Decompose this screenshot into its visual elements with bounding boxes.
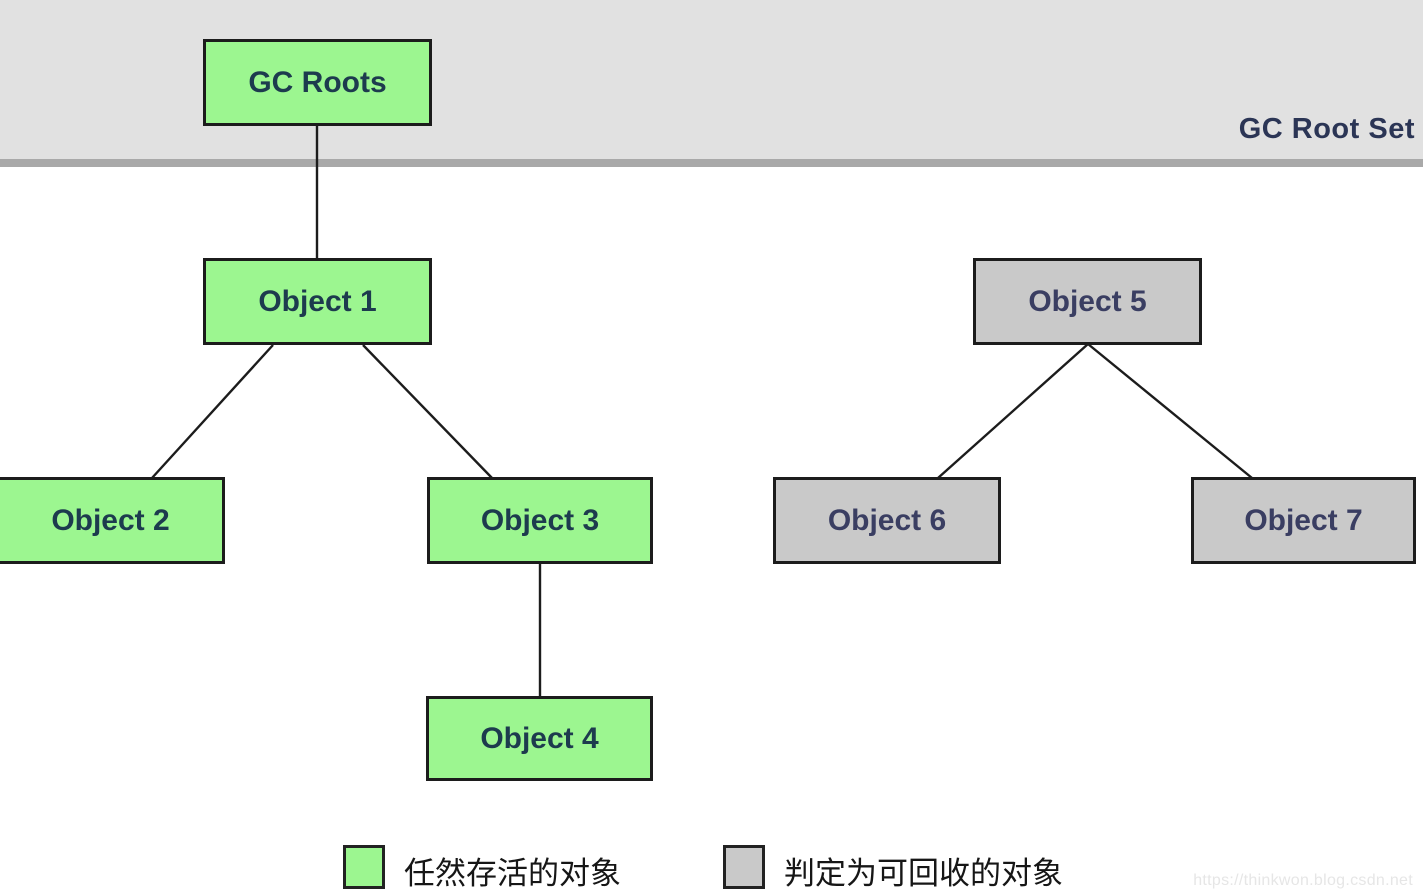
node-object-5: Object 5: [973, 258, 1202, 345]
node-object-4: Object 4: [426, 696, 653, 781]
edge-object5-object7: [1087, 343, 1253, 479]
legend-collectable-label: 判定为可回收的对象: [784, 856, 1063, 891]
node-gc-roots: GC Roots: [203, 39, 432, 126]
node-object-2: Object 2: [0, 477, 225, 564]
node-object-3-label: Object 3: [480, 503, 600, 537]
node-object-5-label: Object 5: [1028, 284, 1147, 318]
legend-collectable-swatch: [723, 845, 765, 889]
legend-live-swatch: [343, 845, 385, 889]
node-object-1: Object 1: [203, 258, 432, 345]
node-object-1-label: Object 1: [258, 284, 377, 318]
node-object-6: Object 6: [773, 477, 1001, 564]
legend: 任然存活的对象 判定为可回收的对象: [0, 838, 1423, 896]
node-object-3: Object 3: [427, 477, 653, 564]
edge-object1-object2: [151, 344, 274, 479]
node-object-6-label: Object 6: [827, 503, 947, 537]
node-object-4-label: Object 4: [480, 721, 599, 755]
edge-object5-object6: [937, 343, 1089, 479]
gc-root-set-label: GC Root Set: [1238, 113, 1415, 145]
watermark: https://thinkwon.blog.csdn.net: [1193, 872, 1413, 889]
node-gc-roots-label: GC Roots: [248, 65, 387, 99]
legend-live-label: 任然存活的对象: [404, 856, 621, 891]
node-object-2-label: Object 2: [51, 503, 170, 537]
node-object-7: Object 7: [1191, 477, 1416, 564]
node-object-7-label: Object 7: [1244, 503, 1363, 537]
edge-object1-object3: [362, 344, 493, 479]
